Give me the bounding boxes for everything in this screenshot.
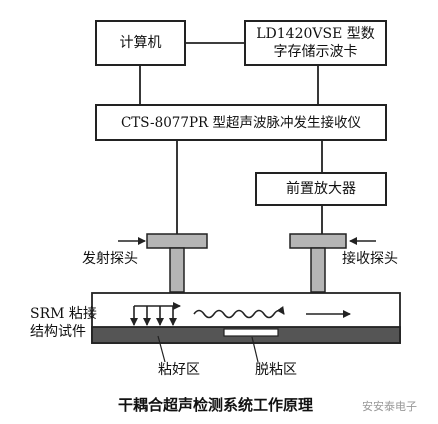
good-bond-label: 粘好区 [158,362,200,378]
pulser-receiver-label: CTS-8077PR 型超声波脉冲发生接收仪 [120,114,362,131]
good-bond-leader [157,335,166,363]
watermark-text: 安安泰电子 [362,400,417,413]
transmit-probe-label: 发射探头 [82,251,138,267]
specimen-plate [91,292,401,344]
computer-label: 计算机 [119,35,162,51]
oscilloscope-box: LD1420VSE 型数 字存储示波卡 [244,20,387,66]
specimen-label-line2: 结构试件 [30,324,86,340]
debond-void [223,328,279,337]
preamplifier-box: 前置放大器 [255,172,387,206]
computer-box: 计算机 [95,20,186,66]
diagram-caption: 干耦合超声检测系统工作原理 [118,396,314,414]
wave-arrows [130,302,351,326]
receive-probe [289,233,347,293]
debond-label: 脱粘区 [255,362,297,378]
oscilloscope-label-line1: LD1420VSE 型数 [256,26,375,42]
debond-leader [251,336,259,363]
receive-probe-label: 接收探头 [342,251,398,267]
preamplifier-label: 前置放大器 [286,181,356,197]
specimen-label-line1: SRM 粘接 [30,306,97,322]
oscilloscope-label-line2: 字存储示波卡 [273,44,358,60]
pulser-receiver-box: CTS-8077PR 型超声波脉冲发生接收仪 [95,104,387,141]
transmit-probe [146,233,208,293]
